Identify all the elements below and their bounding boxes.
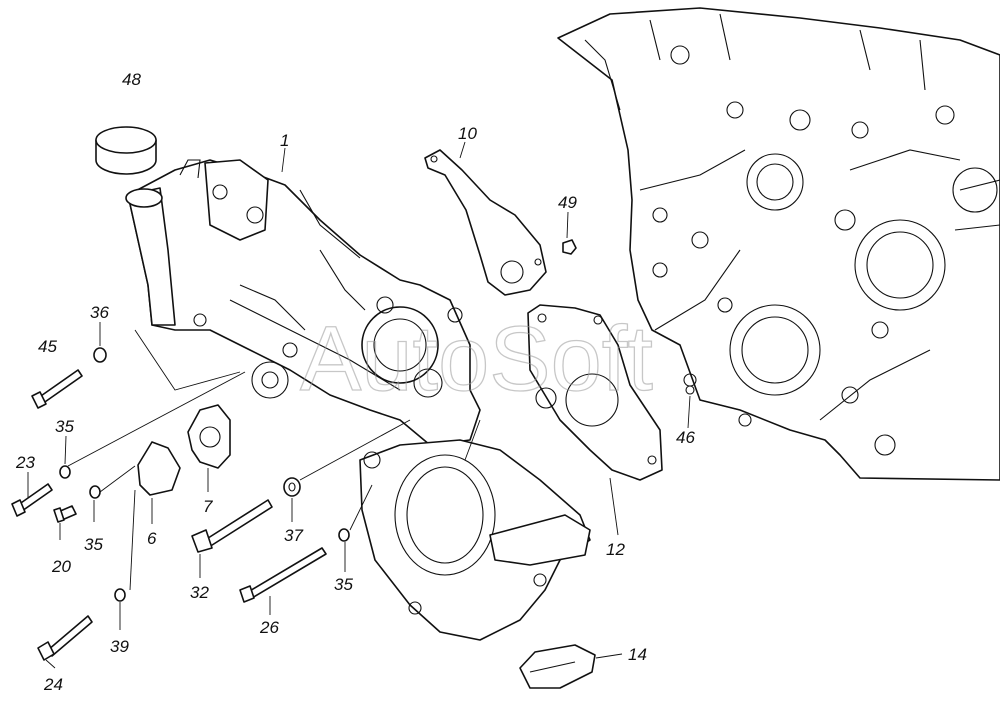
part-6-plate: [137, 441, 181, 496]
callout-36: 36: [90, 303, 109, 322]
engine-block: [557, 7, 1000, 481]
part-10-gasket: [424, 149, 547, 296]
callout-49: 49: [558, 193, 577, 212]
part-14-plug: [519, 644, 596, 689]
callout-20: 20: [51, 557, 71, 576]
callout-48: 48: [122, 70, 141, 89]
part-39-washer: [114, 588, 126, 602]
part-23-bolt: [11, 483, 53, 517]
callout-46: 46: [676, 428, 695, 447]
callout-35-a: 35: [55, 417, 74, 436]
callout-37: 37: [284, 526, 303, 545]
part-32-bolt: [191, 499, 273, 553]
part-1-front-cover: [125, 159, 481, 446]
callout-12: 12: [606, 540, 625, 559]
part-35-washer-b: [89, 485, 101, 499]
callouts: 48 1 10 49 36 45 35 23 20 35 6 7 39 32 2…: [15, 70, 695, 694]
callout-45: 45: [38, 337, 57, 356]
part-45-bolt: [31, 369, 83, 409]
callout-39: 39: [110, 637, 129, 656]
leader-lines: [27, 141, 691, 669]
part-49-nut: [562, 239, 577, 255]
callout-10: 10: [458, 124, 477, 143]
part-37-washer: [283, 477, 301, 497]
part-46-stud: [685, 385, 695, 395]
part-20-bolt: [53, 505, 77, 523]
timing-housing: [359, 439, 591, 641]
callout-35-c: 35: [334, 575, 353, 594]
callout-1: 1: [280, 131, 289, 150]
part-26-stud: [239, 547, 327, 603]
callout-24: 24: [43, 675, 63, 694]
callout-23: 23: [15, 453, 35, 472]
part-12-gasket: [527, 304, 663, 481]
part-35-washer-a: [59, 465, 71, 479]
part-35-washer-c: [338, 528, 350, 542]
callout-26: 26: [259, 618, 279, 637]
callout-6: 6: [147, 529, 157, 548]
callout-35-b: 35: [84, 535, 103, 554]
part-24-bolt: [37, 615, 93, 661]
part-36-washer: [93, 347, 107, 363]
part-7-gasket: [187, 404, 231, 469]
callout-7: 7: [203, 497, 213, 516]
part-48-cap: [95, 126, 157, 175]
callout-14: 14: [628, 645, 647, 664]
watermark-text: AutoSoft: [300, 308, 653, 410]
callout-32: 32: [190, 583, 209, 602]
